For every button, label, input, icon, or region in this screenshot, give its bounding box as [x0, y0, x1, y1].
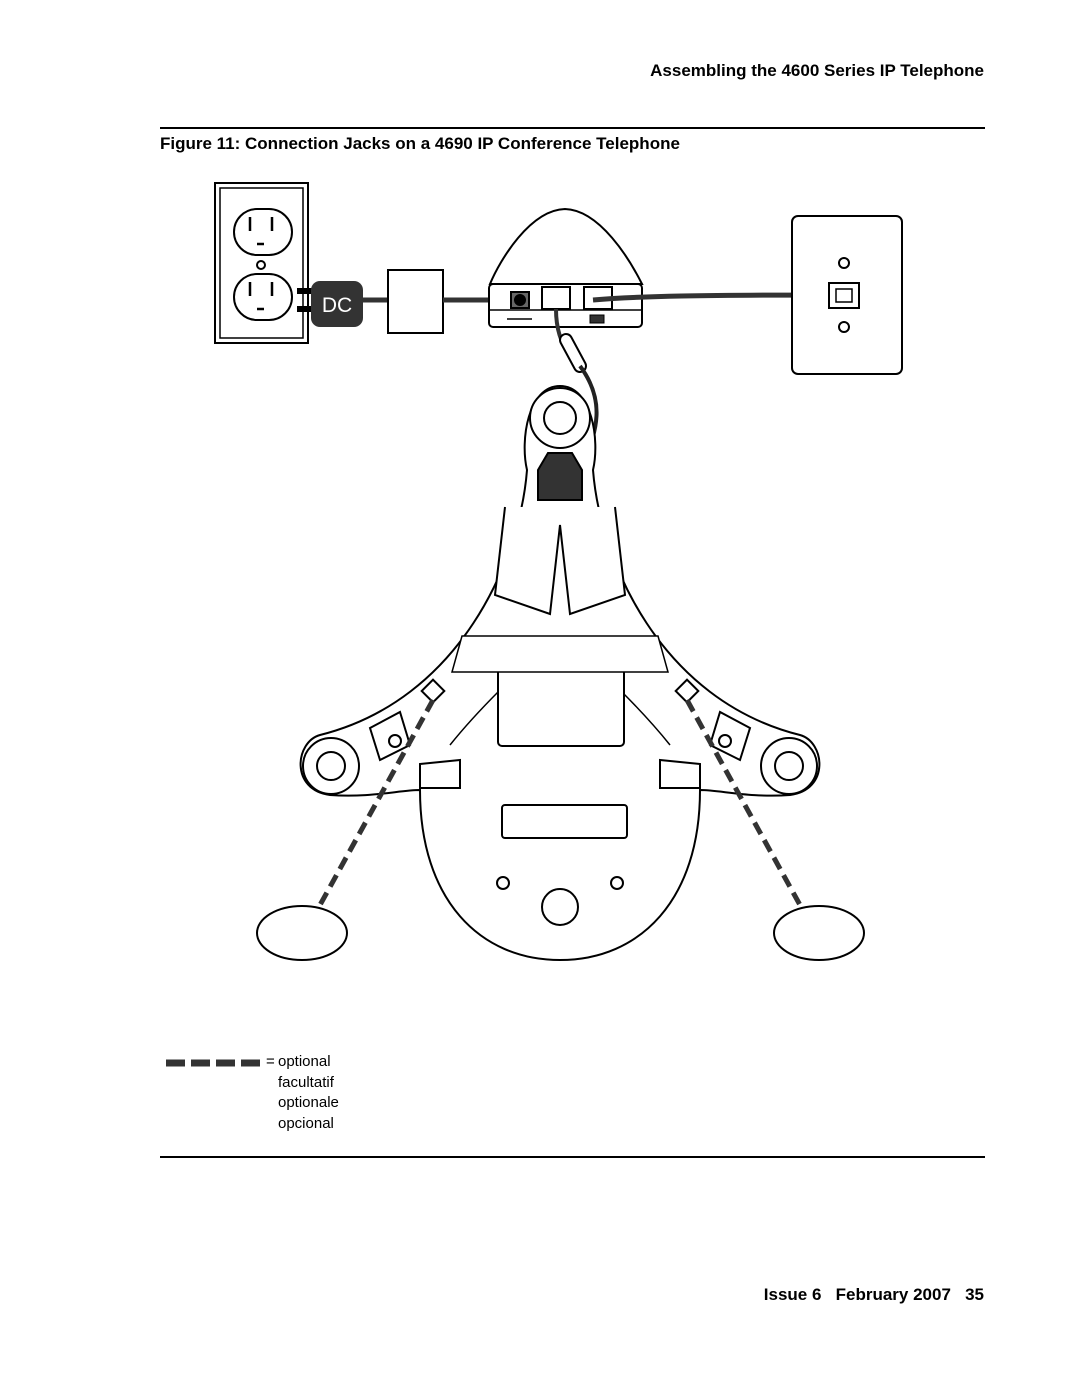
- phone-line-cord: [592, 292, 839, 303]
- figure-caption: Figure 11: Connection Jacks on a 4690 IP…: [160, 134, 680, 153]
- footer-date: February 2007: [835, 1285, 951, 1304]
- wall-outlet: [214, 182, 309, 344]
- dc-label: DC: [322, 294, 352, 317]
- legend-term: optionale: [278, 1094, 339, 1111]
- legend-term: opcional: [278, 1114, 334, 1132]
- optional-microphones: [256, 698, 865, 961]
- legend-term: facultatif: [278, 1073, 334, 1091]
- footer-issue: Issue 6: [763, 1285, 822, 1304]
- legend-term: optional: [278, 1053, 331, 1070]
- legend-term-list: optional facultatif optionale opcional: [266, 1052, 339, 1134]
- dashed-line-swatch: [166, 1059, 261, 1067]
- header-rule: [160, 127, 985, 129]
- legend-equals: =: [266, 1053, 275, 1070]
- wall-jack: [791, 215, 903, 375]
- page-number: 35: [965, 1285, 984, 1304]
- dc-power-adapter: DC: [297, 269, 515, 334]
- footer-rule: [160, 1156, 985, 1158]
- conference-console: [488, 207, 644, 328]
- conference-telephone: [299, 384, 821, 962]
- legend-terms: = optional facultatif optionale opcional: [266, 1052, 339, 1134]
- running-header: Assembling the 4600 Series IP Telephone: [650, 61, 984, 80]
- page-footer: Issue 6 February 2007 35: [764, 1285, 984, 1305]
